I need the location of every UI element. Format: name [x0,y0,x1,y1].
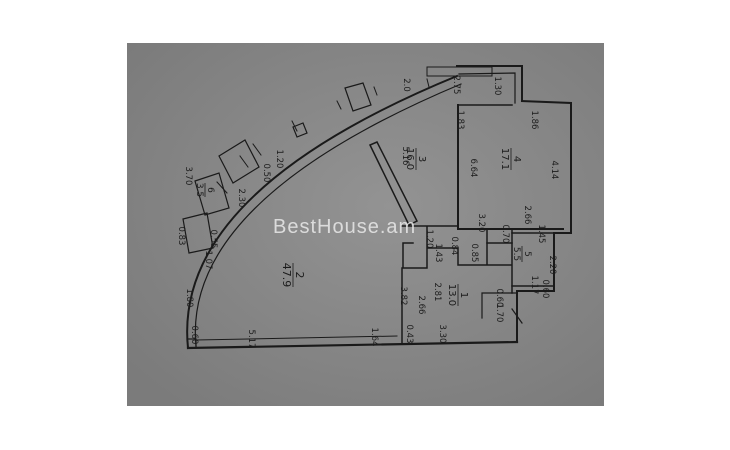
dim-1-86: 1.86 [529,111,539,130]
dim-1-64: 1.64 [369,328,379,347]
room-2-area: 47.9 [280,263,293,288]
room-4-area: 17.1 [499,148,510,170]
bottom-wall [186,340,519,350]
dim-4-14: 4.14 [549,161,559,180]
dim-1-43: 1.43 [433,244,443,263]
dim-6-64: 6.64 [468,159,478,178]
room-1-area: 13.0 [446,284,457,306]
dim-1-80: 1.80 [184,289,194,308]
arc-bay-boxes [182,82,372,254]
room-4-label: 4 17.1 [499,148,522,170]
top-wall [456,65,523,102]
dim-0-85: 0.85 [469,244,479,263]
room5-walls [486,232,555,287]
dim-2-81: 2.81 [432,283,442,302]
dim-1-07: 1.07 [203,251,213,270]
dim-0-70: 0.70 [500,225,510,244]
dim-0-84: 0.84 [449,237,459,256]
dim-0-55: 0.55 [208,230,218,249]
dim-5-17: 5.17 [246,330,256,349]
dim-1-45: 1.45 [536,225,546,244]
dim-3-30: 3.30 [437,325,447,344]
room-3-label: 3 16.0 [404,148,427,170]
dimension-labels: 2.0 2.75 1.30 1.83 1.86 6.64 4.14 3.20 2… [176,76,559,349]
dim-1-20-arc: 1.20 [274,150,284,169]
bottom-wall-inner [195,335,398,341]
room-3-number: 3 [416,156,427,162]
dim-0-60-r1: 0.60 [494,289,504,308]
top-window [426,66,493,77]
floor-plan-sheet: BestHouse.am 2 47.9 3 16.0 4 17.1 1 13.0… [127,43,604,406]
room-5-area: 5.5 [511,247,521,261]
dim-2-0: 2.0 [401,78,411,92]
dim-2-75: 2.75 [451,76,461,95]
dim-1-20-c: 1.20 [424,230,434,249]
inner-arc-wall [194,83,462,347]
room-6-label: 6 3.5 [194,183,215,197]
dim-2-66-r1: 2.66 [416,296,426,315]
dim-3-82: 3.82 [398,287,408,306]
dim-2-66-r4: 2.66 [522,206,532,225]
dim-1-70: 1.70 [494,304,504,323]
dim-3-70: 3.70 [183,167,193,186]
dim-0-83: 0.83 [176,227,186,246]
dim-1-30: 1.30 [492,77,502,96]
floor-plan-drawing: BestHouse.am 2 47.9 3 16.0 4 17.1 1 13.0… [127,43,604,406]
room-4-number: 4 [511,156,522,162]
room-5-label: 5 5.5 [511,246,532,262]
diagonal-partition [368,141,419,227]
dim-0-60-r5: 0.60 [540,280,550,299]
room-6-area: 3.5 [194,183,204,197]
top-wall-inner [458,72,516,104]
room-1-number: 1 [458,292,469,298]
outer-arc-wall [186,74,459,350]
dim-2-30: 2.30 [236,189,246,208]
room-5-number: 5 [522,251,532,257]
room-1-label: 1 13.0 [446,284,469,306]
dim-0-50: 0.50 [261,164,271,183]
walls [182,65,572,350]
corridor-walls [401,225,513,344]
room-3-area: 16.0 [404,148,415,170]
room1-corner [481,292,523,324]
corner-pillar [187,338,197,349]
dim-5-16: 5.16 [400,147,410,166]
room-2-label: 2 47.9 [280,263,306,288]
room4-west-wall [457,104,564,230]
dim-1-83: 1.83 [455,111,465,130]
dim-2-20: 2.20 [547,256,557,275]
room-2-number: 2 [293,272,306,279]
dim-0-60-left: 0.60 [189,326,199,345]
room-6-number: 6 [205,187,215,193]
dim-1-17: 1.17 [529,276,539,295]
watermark: BestHouse.am [273,216,416,238]
dim-3-20: 3.20 [476,214,486,233]
dim-0-43: 0.43 [404,325,414,344]
